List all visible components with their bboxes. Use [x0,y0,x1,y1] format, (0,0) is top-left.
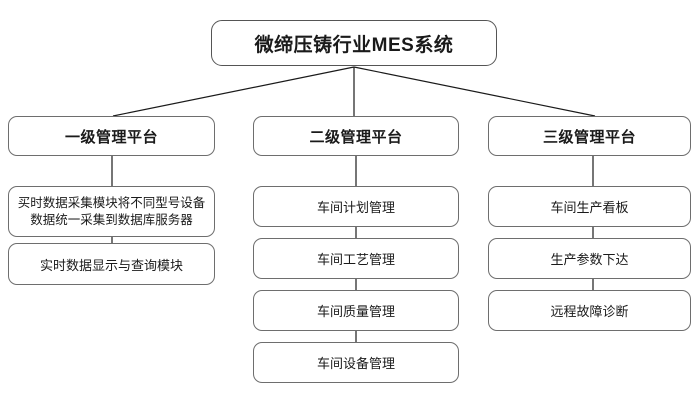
connector-root-to-level3 [353,66,596,117]
leaf-node-level3-3-label: 远程故障诊断 [550,304,629,319]
leaf-node-level1-2[interactable]: 实时数据显示与查询模块 [8,243,215,285]
branch-header-level2[interactable]: 二级管理平台 [253,116,459,156]
leaf-node-level2-1-label: 车间计划管理 [316,200,395,215]
root-node-label: 微缔压铸行业MES系统 [254,34,454,56]
leaf-node-level2-3[interactable]: 车间质量管理 [253,290,459,331]
branch-header-level2-label: 二级管理平台 [309,128,403,146]
leaf-node-level1-2-label: 实时数据显示与查询模块 [39,257,183,273]
leaf-node-level1-1[interactable]: 买时数据采集模块将不同型号设备数据统一采集到数据库服务器 [8,186,215,237]
branch-header-level3[interactable]: 三级管理平台 [488,116,691,156]
leaf-node-level2-4[interactable]: 车间设备管理 [253,342,459,383]
leaf-node-level2-3-label: 车间质量管理 [316,304,395,319]
branch-header-level1-label: 一级管理平台 [64,128,158,146]
branch-header-level1[interactable]: 一级管理平台 [8,116,215,156]
root-node[interactable]: 微缔压铸行业MES系统 [211,20,497,66]
leaf-node-level2-1[interactable]: 车间计划管理 [253,186,459,227]
leaf-node-level2-2[interactable]: 车间工艺管理 [253,238,459,279]
leaf-node-level3-2-label: 生产参数下达 [550,252,629,267]
leaf-node-level3-2[interactable]: 生产参数下达 [488,238,691,279]
leaf-node-level2-2-label: 车间工艺管理 [316,252,395,267]
connector-root-to-level1 [112,66,355,117]
leaf-node-level2-4-label: 车间设备管理 [316,356,395,371]
leaf-node-level3-1-label: 车间生产看板 [550,200,629,215]
branch-header-level3-label: 三级管理平台 [542,128,636,146]
leaf-node-level1-1-label: 买时数据采集模块将不同型号设备数据统一采集到数据库服务器 [17,195,206,227]
leaf-node-level3-1[interactable]: 车间生产看板 [488,186,691,227]
leaf-node-level3-3[interactable]: 远程故障诊断 [488,290,691,331]
